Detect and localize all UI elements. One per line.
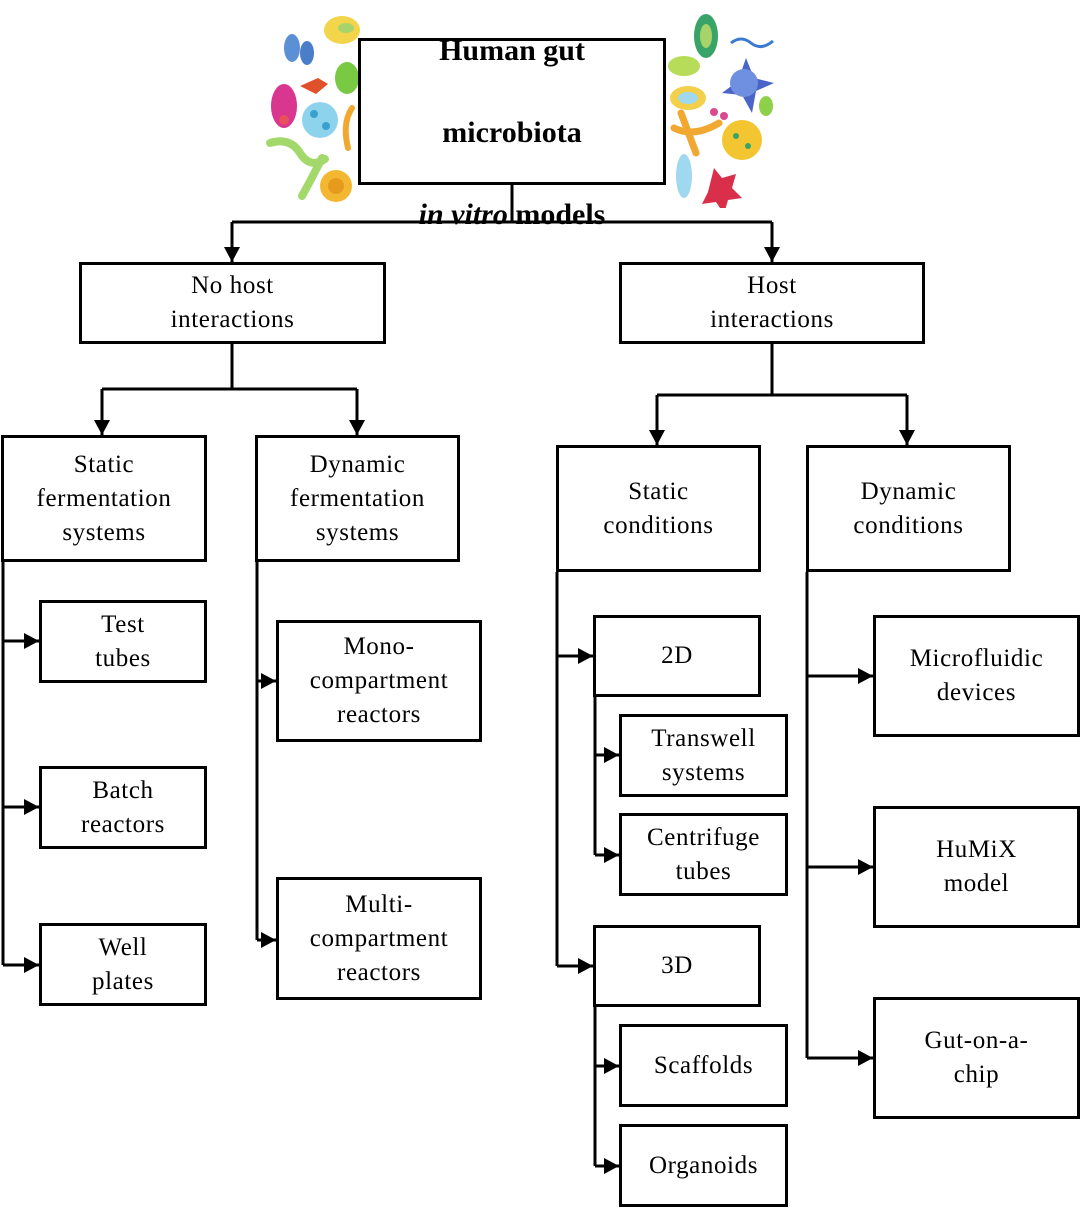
2d-label: 2D (661, 642, 693, 669)
3d-label: 3D (661, 952, 693, 979)
mono-compartment-reactors-node: Mono- compartment reactors (276, 620, 482, 742)
centrifuge-tubes-label: Centrifuge tubes (647, 823, 760, 885)
well-plates-node: Well plates (39, 923, 207, 1006)
microbes-left-icon (266, 16, 360, 202)
test-tubes-label: Test tubes (95, 610, 151, 672)
multi-compartment-reactors-label: Multi- compartment reactors (309, 890, 449, 986)
arrowhead-down-icon (224, 247, 240, 262)
no-host-interactions-label: No host interactions (170, 272, 295, 333)
arrowhead-right-icon (24, 633, 39, 649)
arrowhead-down-icon (649, 430, 665, 445)
no-host-interactions-node: No host interactions (79, 262, 386, 344)
static-conditions-label: Static conditions (603, 477, 714, 539)
host-interactions-label: Host interactions (710, 272, 834, 333)
root-title-line2: microbiota (442, 115, 582, 149)
humix-model-label: HuMiX model (936, 836, 1017, 897)
organoids-node: Organoids (619, 1124, 788, 1207)
arrowhead-down-icon (94, 420, 110, 435)
arrowhead-right-icon (604, 1158, 619, 1174)
arrowhead-down-icon (764, 247, 780, 262)
scaffolds-label: Scaffolds (653, 1051, 754, 1079)
mono-compartment-reactors-label: Mono- compartment reactors (309, 633, 449, 728)
multi-compartment-reactors-node: Multi- compartment reactors (276, 877, 482, 1000)
test-tubes-node: Test tubes (39, 600, 207, 683)
batch-reactors-node: Batch reactors (39, 766, 207, 849)
arrowhead-right-icon (261, 673, 276, 689)
well-plates-label: Well plates (92, 933, 154, 995)
centrifuge-tubes-node: Centrifuge tubes (619, 813, 788, 896)
3d-node: 3D (593, 925, 761, 1007)
organoids-label: Organoids (648, 1151, 759, 1179)
microfluidic-devices-label: Microfluidic devices (909, 645, 1044, 706)
arrowhead-right-icon (604, 847, 619, 863)
batch-reactors-label: Batch reactors (81, 776, 165, 838)
arrowhead-right-icon (604, 1058, 619, 1074)
dynamic-conditions-node: Dynamic conditions (806, 445, 1011, 572)
static-conditions-node: Static conditions (556, 445, 761, 572)
root-title-line1: Human gut (439, 33, 585, 67)
arrowhead-right-icon (24, 799, 39, 815)
2d-node: 2D (593, 615, 761, 697)
arrowhead-right-icon (858, 1050, 873, 1066)
dynamic-conditions-label: Dynamic conditions (853, 477, 964, 539)
arrowhead-right-icon (858, 859, 873, 875)
root-title-rest: models (507, 197, 606, 231)
arrowhead-right-icon (858, 668, 873, 684)
scaffolds-node: Scaffolds (619, 1024, 788, 1107)
arrowhead-down-icon (899, 430, 915, 445)
transwell-systems-node: Transwell systems (619, 714, 788, 797)
gut-on-a-chip-label: Gut-on-a- chip (924, 1027, 1029, 1088)
arrowhead-right-icon (24, 957, 39, 973)
microbes-right-icon (668, 14, 774, 208)
transwell-systems-label: Transwell systems (651, 724, 756, 786)
arrowhead-right-icon (261, 932, 276, 948)
gut-on-a-chip-node: Gut-on-a- chip (873, 997, 1080, 1119)
dynamic-fermentation-label: Dynamic fermentation systems (290, 450, 425, 546)
humix-model-node: HuMiX model (873, 806, 1080, 928)
arrowhead-right-icon (604, 747, 619, 763)
root-title: Human gut microbiota in vitro models (419, 0, 606, 235)
arrowhead-right-icon (578, 648, 593, 664)
arrowhead-right-icon (578, 958, 593, 974)
static-fermentation-node: Static fermentation systems (1, 435, 207, 562)
root-node: Human gut microbiota in vitro models (358, 34, 666, 231)
microfluidic-devices-node: Microfluidic devices (873, 615, 1080, 737)
host-interactions-node: Host interactions (619, 262, 925, 344)
arrowhead-down-icon (349, 420, 365, 435)
dynamic-fermentation-node: Dynamic fermentation systems (255, 435, 460, 562)
static-fermentation-label: Static fermentation systems (36, 450, 172, 546)
root-title-italic: in vitro (418, 197, 508, 231)
